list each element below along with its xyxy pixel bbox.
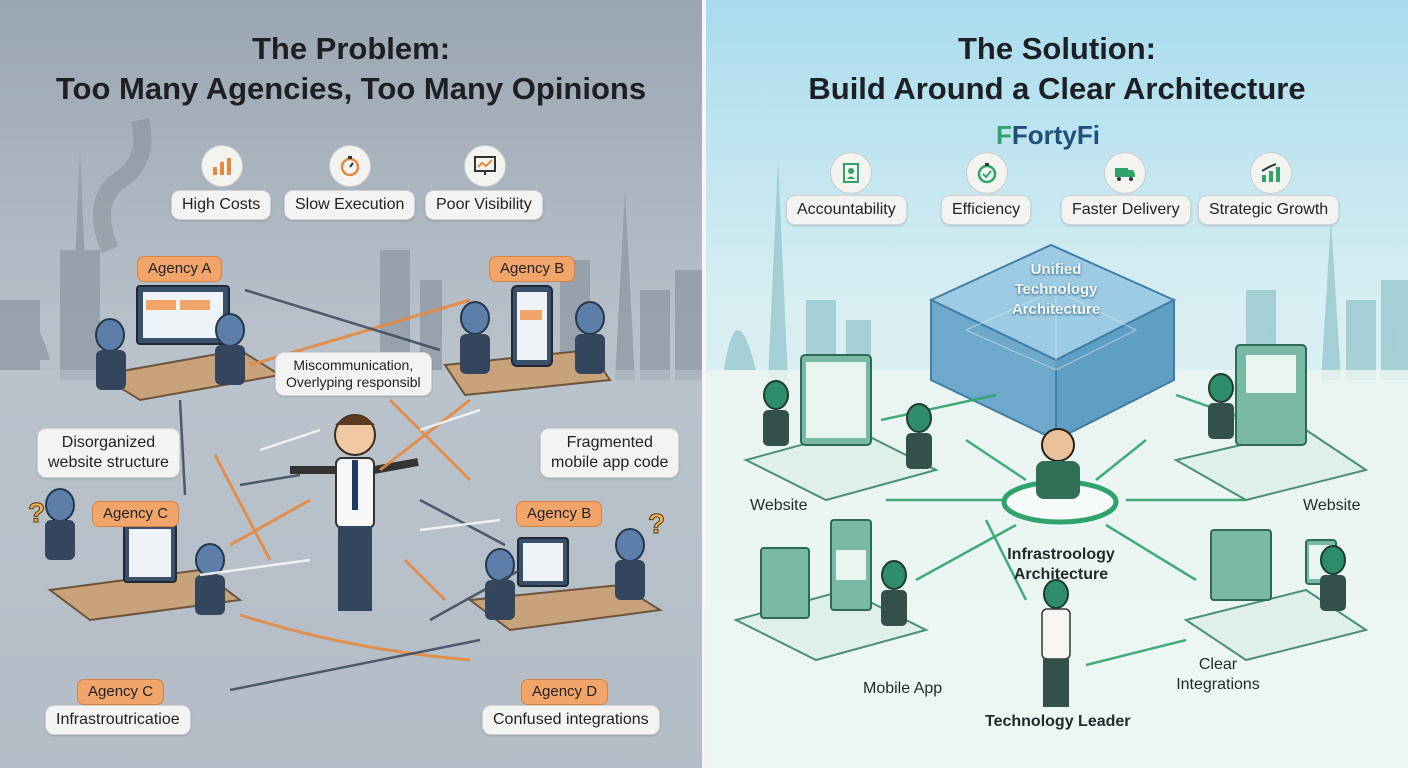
- clear-integrations-label: Clear Integrations: [1168, 655, 1268, 695]
- solution-title-line2: Build Around a Clear Architecture: [706, 70, 1408, 108]
- agency-a-tag: Agency A: [137, 256, 222, 282]
- miscommunication-callout: Miscommunication, Overlyping responsibl: [275, 352, 432, 396]
- solution-title-line1: The Solution:: [706, 30, 1408, 68]
- logo-text: FortyFi: [1012, 120, 1100, 150]
- benefit-faster-delivery: Faster Delivery: [1061, 195, 1191, 225]
- issue-slow-execution: Slow Execution: [284, 190, 415, 220]
- problem-title-line2: Too Many Agencies, Too Many Opinions: [0, 70, 702, 108]
- issue-high-costs: High Costs: [171, 190, 271, 220]
- confused-integrations-callout: Confused integrations: [482, 705, 660, 735]
- mobile-app-label: Mobile App: [863, 679, 942, 699]
- benefit-strategic-growth: Strategic Growth: [1198, 195, 1339, 225]
- svg-text:?: ?: [28, 497, 45, 528]
- solution-scene-illustration: [706, 0, 1408, 768]
- fragmented-mobile-callout: Fragmented mobile app code: [540, 428, 679, 478]
- logo-mark: F: [996, 120, 1012, 150]
- technology-leader-label: Technology Leader: [985, 712, 1131, 732]
- stopwatch-icon: [329, 145, 371, 187]
- delivery-truck-icon: [1104, 152, 1146, 194]
- fortyfi-logo: FFortyFi: [996, 120, 1100, 151]
- agency-d-tag: Agency D: [521, 679, 608, 705]
- website-right-label: Website: [1303, 496, 1361, 516]
- agency-b-top-tag: Agency B: [489, 256, 575, 282]
- solution-panel: The Solution: Build Around a Clear Archi…: [706, 0, 1408, 768]
- infrastructure-callout: Infrastroutricatioe: [45, 705, 191, 735]
- disorganized-website-callout: Disorganized website structure: [37, 428, 180, 478]
- clipboard-person-icon: [830, 152, 872, 194]
- benefit-accountability: Accountability: [786, 195, 907, 225]
- problem-title-line1: The Problem:: [0, 30, 702, 68]
- problem-panel: ? ? The Problem: Too Many Agencies, Too …: [0, 0, 702, 768]
- agency-c-mid-tag: Agency C: [92, 501, 179, 527]
- issue-poor-visibility: Poor Visibility: [425, 190, 543, 220]
- growth-chart-icon: [1250, 152, 1292, 194]
- benefit-efficiency: Efficiency: [941, 195, 1031, 225]
- website-left-label: Website: [750, 496, 808, 516]
- agency-b-mid-tag: Agency B: [516, 501, 602, 527]
- bar-chart-icon: [201, 145, 243, 187]
- unified-architecture-core-label: Unified Technology Architecture: [986, 260, 1126, 320]
- svg-text:?: ?: [648, 508, 665, 539]
- agency-c-bottom-tag: Agency C: [77, 679, 164, 705]
- monitor-chart-icon: [464, 145, 506, 187]
- infrastructure-architecture-label: Infrastroology Architecture: [986, 545, 1136, 585]
- stopwatch-check-icon: [966, 152, 1008, 194]
